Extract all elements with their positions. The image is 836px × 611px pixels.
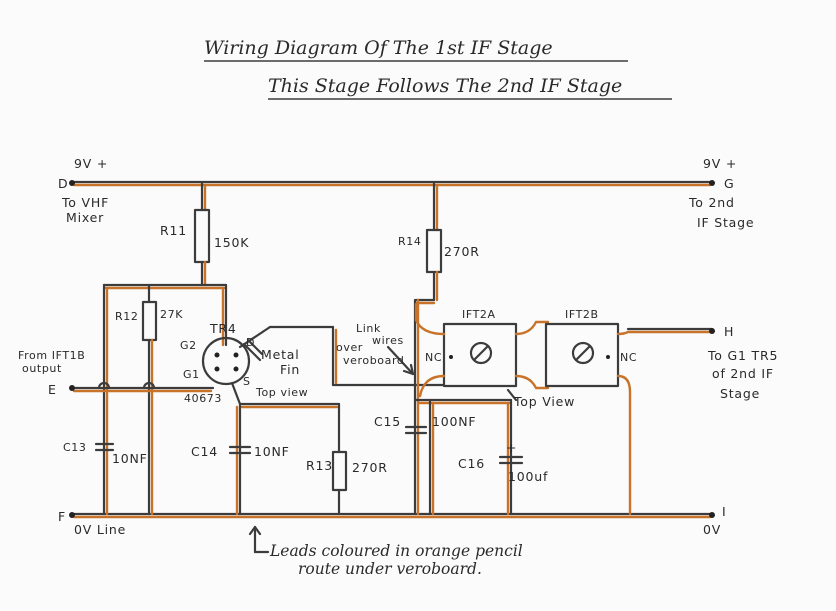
footnote-arrow bbox=[248, 525, 270, 554]
g2-bias-wiring bbox=[102, 283, 228, 516]
r11-resistor bbox=[193, 181, 211, 287]
ift2b-nc-label: NC bbox=[620, 351, 637, 364]
ift2a-ref: IFT2A bbox=[462, 308, 496, 321]
footnote-line-2: route under veroboard. bbox=[298, 560, 482, 578]
c16-ref: C16 bbox=[458, 456, 485, 471]
r11-value: 150K bbox=[214, 235, 249, 250]
ift2a-transformer bbox=[442, 322, 518, 388]
c14-ref: C14 bbox=[191, 444, 218, 459]
c15-capacitor bbox=[404, 425, 428, 435]
ift2a-pin-wiring bbox=[414, 302, 550, 398]
terminal-g-desc-2: IF Stage bbox=[697, 215, 754, 230]
title-line-1: Wiring Diagram Of The 1st IF Stage bbox=[204, 37, 553, 59]
terminal-g-supply: 9V + bbox=[703, 156, 737, 171]
r14-value: 270R bbox=[444, 244, 480, 259]
c15-value: 100NF bbox=[432, 414, 476, 429]
terminal-d-desc-2: Mixer bbox=[66, 210, 104, 225]
tr4-ref: TR4 bbox=[209, 321, 237, 336]
title-line-2: This Stage Follows The 2nd IF Stage bbox=[268, 75, 622, 97]
terminal-d-desc-1: To VHF bbox=[61, 195, 109, 210]
input-e-wiring bbox=[69, 381, 215, 393]
supply-rail-9v bbox=[69, 180, 715, 187]
r12-resistor bbox=[141, 283, 158, 516]
terminal-g-desc-1: To 2nd bbox=[688, 195, 735, 210]
c13-capacitor bbox=[94, 442, 115, 452]
top-view-arrow bbox=[506, 388, 518, 402]
tr4-source-wiring bbox=[230, 381, 341, 516]
r13-ref: R13 bbox=[306, 458, 333, 473]
footnote-line-1: Leads coloured in orange pencil bbox=[269, 542, 523, 560]
terminal-e-desc-2: output bbox=[22, 362, 62, 375]
c16-capacitor bbox=[498, 455, 524, 465]
r13-resistor bbox=[331, 402, 348, 516]
terminal-d-supply: 9V + bbox=[74, 156, 108, 171]
r14-ref: R14 bbox=[398, 235, 421, 248]
ift2a-view-label: Top View bbox=[513, 394, 575, 409]
ift2a-nc-label: NC bbox=[425, 351, 442, 364]
terminal-i-letter: I bbox=[722, 504, 727, 519]
tr4-part-number: 40673 bbox=[184, 392, 222, 405]
c13-ref: C13 bbox=[63, 441, 86, 454]
terminal-h-desc-3: Stage bbox=[720, 386, 760, 401]
ift2b-transformer bbox=[544, 322, 620, 388]
link-annotation-4: veroboard bbox=[343, 354, 404, 367]
ift2b-pin-wiring bbox=[616, 327, 715, 516]
terminal-h-desc-2: of 2nd IF bbox=[712, 366, 774, 381]
terminal-e-desc-1: From IFT1B bbox=[18, 349, 85, 362]
link-annotation-1: Link bbox=[356, 322, 381, 335]
terminal-f-desc: 0V Line bbox=[74, 522, 126, 537]
c15-ref: C15 bbox=[374, 414, 401, 429]
tr4-pin-s: S bbox=[243, 375, 251, 388]
c14-value: 10NF bbox=[254, 444, 290, 459]
terminal-e-letter: E bbox=[48, 382, 57, 397]
link-arrow bbox=[386, 345, 415, 376]
link-annotation-3: over bbox=[336, 341, 363, 354]
r12-value: 27K bbox=[160, 308, 183, 321]
c13-value: 10NF bbox=[112, 451, 148, 466]
tr4-pin-d: D bbox=[246, 336, 255, 349]
terminal-h-desc-1: To G1 TR5 bbox=[707, 348, 778, 363]
r12-ref: R12 bbox=[115, 310, 138, 323]
link-annotation-2: wires bbox=[372, 334, 404, 347]
tr4-fin-label-2: Fin bbox=[280, 362, 300, 377]
terminal-d-letter: D bbox=[58, 176, 68, 191]
c16-polarity: + bbox=[506, 440, 517, 455]
r13-value: 270R bbox=[352, 460, 388, 475]
terminal-g-letter: G bbox=[724, 176, 735, 191]
tr4-view-label: Top view bbox=[255, 386, 308, 399]
r11-ref: R11 bbox=[160, 223, 187, 238]
terminal-f-letter: F bbox=[58, 509, 66, 524]
tr4-pin-g2: G2 bbox=[180, 339, 197, 352]
c16-value: 100uf bbox=[508, 469, 548, 484]
terminal-i-desc: 0V bbox=[703, 522, 721, 537]
decoupling-wiring bbox=[413, 298, 513, 516]
tr4-fin-label-1: Metal bbox=[261, 347, 300, 362]
c14-capacitor bbox=[228, 445, 252, 455]
tr4-mosfet bbox=[201, 336, 264, 386]
ground-rail-0v bbox=[69, 512, 715, 519]
tr4-pin-g1: G1 bbox=[183, 368, 200, 381]
ift2b-ref: IFT2B bbox=[565, 308, 599, 321]
terminal-h-letter: H bbox=[724, 324, 734, 339]
